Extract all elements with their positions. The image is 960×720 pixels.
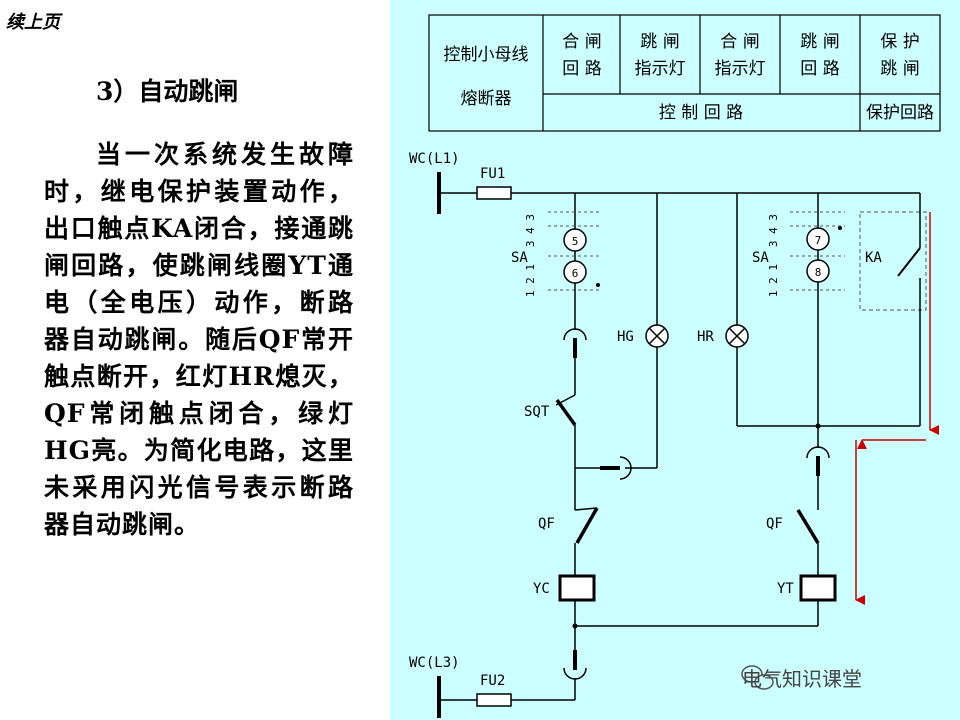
col-protect-line1: 保 护 — [880, 32, 919, 52]
col-closing-line2: 回 路 — [562, 59, 601, 79]
bus-top: WC(L1) FU1 — [409, 151, 920, 214]
left-text-pane: 续上页 3）自动跳闸 当一次系统发生故障时，继电保护装置动作，出口触点KA闭合，… — [0, 0, 390, 720]
qf-right-label: QF — [766, 516, 783, 532]
sa-right-pins-lower: 1 2 1 — [767, 264, 780, 297]
yc-label: YC — [533, 581, 550, 597]
control-circuit-label: 控 制 回 路 — [659, 103, 743, 123]
fuse-col-line2: 熔断器 — [461, 89, 512, 109]
function-table: 控制小母线 熔断器 合 闸 回 路 跳 闸 指示灯 合 闸 指示灯 跳 闸 回 … — [428, 14, 941, 132]
contact-5-label: 5 — [572, 235, 579, 248]
col-closing-line1: 合 闸 — [562, 32, 601, 52]
hg-label: HG — [617, 329, 634, 345]
section-title: 3）自动跳闸 — [96, 77, 239, 106]
trip-circuit: 7 8 3 4 3 1 2 1 SA QF YT — [572, 193, 845, 629]
hr-label: HR — [697, 329, 714, 345]
ka-box — [859, 211, 927, 311]
red-lamp-branch: HR — [697, 193, 818, 427]
col-protect-line2: 跳 闸 — [880, 59, 919, 79]
coil-yt — [799, 574, 837, 602]
contact-7-label: 7 — [815, 234, 822, 247]
bus-bottom: WC(L3) FU2 — [409, 655, 575, 718]
continued-label: 续上页 — [6, 12, 60, 33]
bus-bottom-label: WC(L3) — [409, 655, 460, 671]
col-trip-circuit-line1: 跳 闸 — [800, 32, 839, 52]
wechat-icon — [741, 665, 774, 690]
contact-6-label: 6 — [572, 267, 579, 280]
contact-8-label: 8 — [815, 266, 822, 279]
fuse-fu1-label: FU1 — [480, 166, 505, 182]
protection-relay: KA — [818, 193, 927, 427]
bus-top-label: WC(L1) — [409, 151, 460, 167]
green-lamp-branch: HG — [617, 193, 669, 469]
qf-left-label: QF — [538, 516, 555, 532]
sa-left-pins-upper: 3 4 3 — [524, 214, 537, 247]
fuse-fu1 — [476, 186, 512, 200]
fuse-fu2 — [476, 693, 512, 707]
fuse-col-line1: 控制小母线 — [444, 45, 529, 65]
col-trip-circuit-line2: 回 路 — [800, 59, 839, 79]
body-paragraph: 当一次系统发生故障时，继电保护装置动作，出口触点KA闭合，接通跳闸回路，使跳闸线… — [44, 140, 354, 539]
coil-yc — [558, 574, 596, 602]
circuit-pane — [390, 0, 960, 720]
sa-left-pins-lower: 1 2 1 — [524, 264, 537, 297]
watermark-text: 电气知识课堂 — [742, 667, 862, 691]
sqt-label: SQT — [524, 404, 550, 420]
col-trip-lamp-line1: 跳 闸 — [640, 32, 679, 52]
yt-label: YT — [777, 581, 794, 597]
fuse-fu2-label: FU2 — [480, 673, 505, 689]
col-trip-lamp-line2: 指示灯 — [635, 59, 686, 79]
protection-circuit-label: 保护回路 — [866, 103, 934, 123]
col-close-lamp-line2: 指示灯 — [715, 59, 766, 79]
sa-left-label: SA — [511, 250, 528, 266]
ka-label: KA — [865, 250, 882, 266]
current-flow-arrows — [855, 212, 939, 605]
sa-right-pins-upper: 3 4 3 — [767, 214, 780, 247]
col-close-lamp-line1: 合 闸 — [720, 32, 759, 52]
closing-circuit: 5 6 3 4 3 1 2 1 SA SQT QF YC — [511, 193, 632, 700]
sa-right-label: SA — [752, 250, 769, 266]
